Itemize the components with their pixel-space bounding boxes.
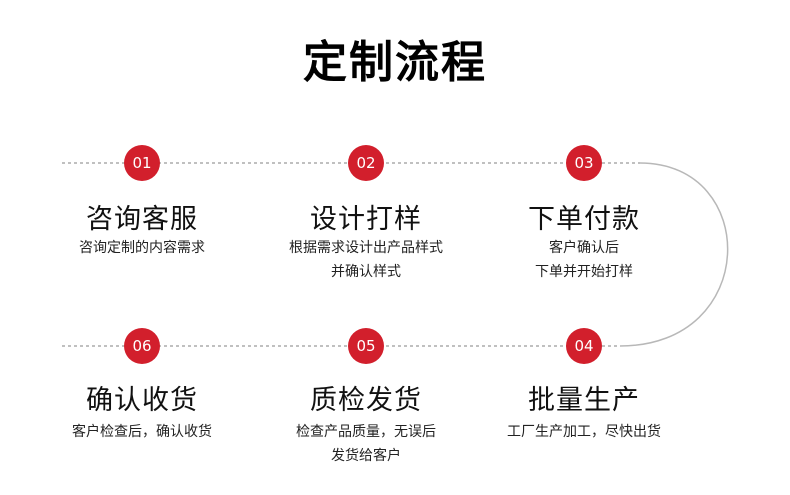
description-line: 咨询定制的内容需求 <box>79 240 205 256</box>
step-number-badge-03: 03 <box>566 145 602 181</box>
step-number: 04 <box>574 337 594 355</box>
step-number-badge-06: 06 <box>124 328 160 364</box>
step-description-inspection-shipping: 检查产品质量，无误后 发货给客户 <box>246 420 486 468</box>
description-line: 检查产品质量，无误后 <box>296 424 436 440</box>
step-number: 06 <box>132 337 152 355</box>
description-line: 客户确认后 <box>549 240 619 256</box>
step-title-order-payment: 下单付款 <box>528 204 640 235</box>
step-description-confirm-receipt: 客户检查后，确认收货 <box>22 420 262 444</box>
description-line: 并确认样式 <box>331 264 401 280</box>
page-title: 定制流程 <box>303 37 487 88</box>
step-number: 01 <box>132 154 152 172</box>
step-number-badge-02: 02 <box>348 145 384 181</box>
step-title-consult: 咨询客服 <box>86 204 198 235</box>
step-number: 03 <box>574 154 594 172</box>
step-title-mass-production: 批量生产 <box>528 385 640 416</box>
step-title-inspection-shipping: 质检发货 <box>310 385 422 416</box>
step-title-confirm-receipt: 确认收货 <box>86 385 198 416</box>
description-line: 工厂生产加工，尽快出货 <box>507 424 661 440</box>
description-line: 发货给客户 <box>331 448 401 464</box>
description-line: 客户检查后，确认收货 <box>72 424 212 440</box>
step-number-badge-04: 04 <box>566 328 602 364</box>
step-title-design: 设计打样 <box>310 204 422 235</box>
step-number-badge-05: 05 <box>348 328 384 364</box>
step-description-mass-production: 工厂生产加工，尽快出货 <box>464 420 704 444</box>
step-number: 02 <box>356 154 376 172</box>
step-number: 05 <box>356 337 376 355</box>
description-line: 下单并开始打样 <box>535 264 633 280</box>
step-description-design: 根据需求设计出产品样式 并确认样式 <box>246 236 486 284</box>
step-number-badge-01: 01 <box>124 145 160 181</box>
step-description-order-payment: 客户确认后 下单并开始打样 <box>464 236 704 284</box>
return-curve <box>619 162 729 347</box>
description-line: 根据需求设计出产品样式 <box>289 240 443 256</box>
step-description-consult: 咨询定制的内容需求 <box>22 236 262 260</box>
